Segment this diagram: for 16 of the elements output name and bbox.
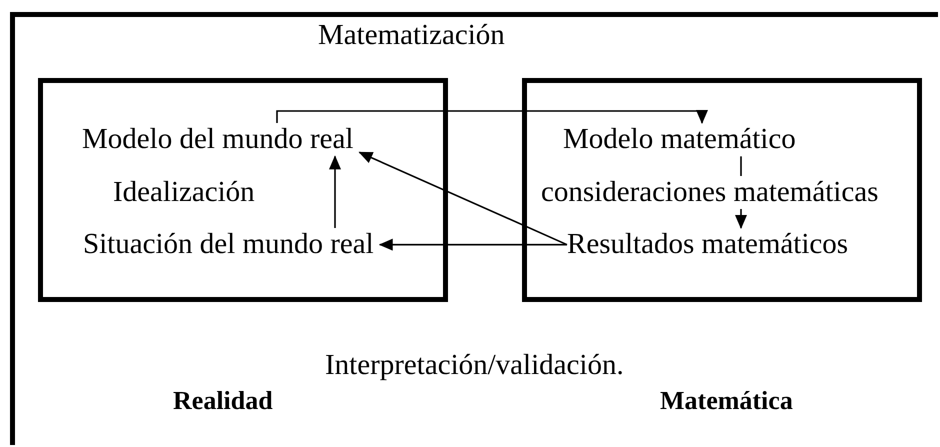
domain-box <box>522 78 922 302</box>
arrow <box>378 238 567 251</box>
concept-text: Resultados matemáticos <box>567 228 848 262</box>
edge-label: Interpretación/validación. <box>324 349 625 382</box>
domain-caption: Realidad <box>173 386 273 416</box>
arrow <box>358 152 568 246</box>
edge-label: Matematización <box>317 19 506 52</box>
concept-text: Modelo matemático <box>563 123 796 156</box>
edge-label: consideraciones matemáticas <box>539 176 880 210</box>
concept-text: Situación del mundo real <box>83 228 374 262</box>
arrow <box>276 110 708 124</box>
arrow <box>329 155 341 228</box>
domain-caption: Matemática <box>660 386 793 416</box>
concept-text: Modelo del mundo real <box>82 123 354 156</box>
domain-box <box>38 78 448 302</box>
edge-label: Idealización <box>112 176 256 210</box>
